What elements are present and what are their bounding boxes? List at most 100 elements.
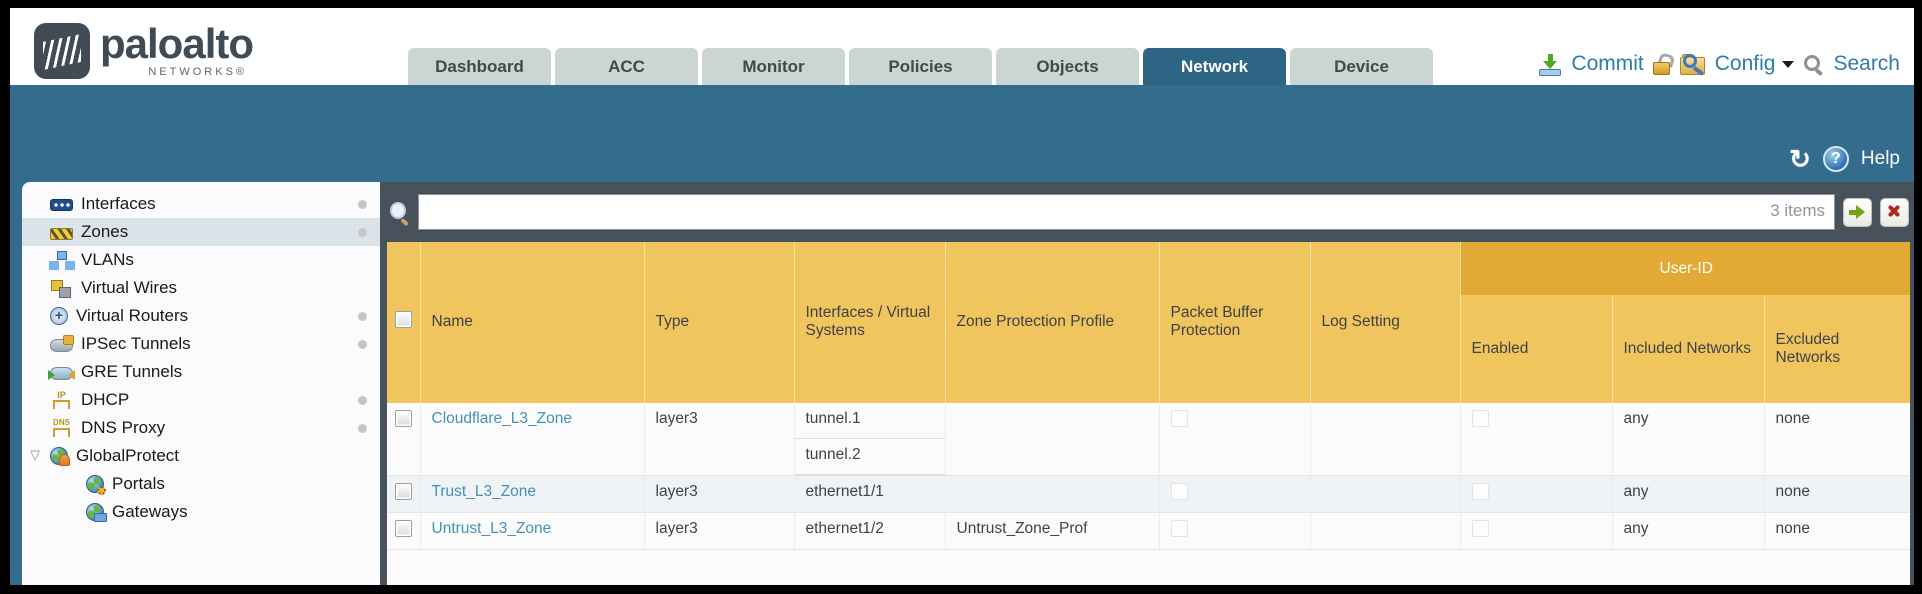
col-header-excluded-networks[interactable]: Excluded Networks <box>1764 295 1910 403</box>
sidebar-item-gateways[interactable]: Gateways <box>22 498 380 526</box>
clear-filter-button[interactable] <box>1880 197 1909 227</box>
tab-acc[interactable]: ACC <box>555 48 698 85</box>
teal-banner: ↻ Help <box>10 85 1914 182</box>
config-icon[interactable] <box>1679 53 1706 75</box>
sidebar-item-zones[interactable]: Zones <box>22 218 380 246</box>
zone-name-link[interactable]: Trust_L3_Zone <box>431 483 537 500</box>
sidebar-item-virtual-routers[interactable]: Virtual Routers <box>22 302 380 330</box>
sidebar-item-interfaces[interactable]: Interfaces <box>22 190 380 218</box>
sidebar-item-dns-proxy[interactable]: DNS Proxy <box>22 414 380 442</box>
col-header-name[interactable]: Name <box>420 242 645 403</box>
sidebar-item-portals[interactable]: Portals <box>22 470 380 498</box>
tab-objects[interactable]: Objects <box>996 48 1139 85</box>
row-checkbox[interactable] <box>395 520 412 537</box>
sidebar-item-dhcp[interactable]: DHCP <box>22 386 380 414</box>
zones-content: 3 items Name Type In <box>380 182 1914 585</box>
log-setting-cell <box>1310 402 1461 476</box>
filter-bar: 3 items <box>380 182 1914 242</box>
table-row: Untrust_L3_Zone layer3 ethernet1/2 Untru… <box>387 512 1910 550</box>
vlans-icon <box>50 250 73 270</box>
tab-policies[interactable]: Policies <box>849 48 992 85</box>
col-header-type[interactable]: Type <box>644 242 795 403</box>
zone-protection-cell <box>945 475 1160 513</box>
dhcp-icon <box>50 391 73 410</box>
search-icon[interactable] <box>1803 54 1824 75</box>
portals-icon <box>86 475 106 495</box>
virtual-routers-icon <box>50 307 68 325</box>
header-actions: Commit Config Search <box>1538 51 1900 76</box>
filter-input[interactable] <box>418 194 1835 230</box>
sidebar-item-gre-tunnels[interactable]: GRE Tunnels <box>22 358 380 386</box>
included-networks-cell: any <box>1612 402 1765 476</box>
zone-type-cell: layer3 <box>644 402 795 476</box>
refresh-icon[interactable]: ↻ <box>1789 144 1811 174</box>
col-group-user-id: User-ID <box>1460 242 1910 296</box>
interface-cell: tunnel.1 <box>794 403 945 439</box>
col-header-interfaces[interactable]: Interfaces / Virtual Systems <box>794 242 946 403</box>
included-networks-cell: any <box>1612 475 1765 513</box>
included-networks-cell: any <box>1612 512 1765 550</box>
top-header: paloalto NETWORKS® Dashboard ACC Monitor… <box>10 8 1914 85</box>
col-header-packet-buffer-protection[interactable]: Packet Buffer Protection <box>1159 242 1311 403</box>
sidebar-item-vlans[interactable]: VLANs <box>22 246 380 274</box>
config-dropdown-caret-icon[interactable] <box>1782 60 1795 68</box>
item-dot <box>358 312 367 321</box>
sidebar-item-globalprotect[interactable]: ▽ GlobalProtect <box>30 446 179 466</box>
zone-protection-cell <box>945 402 1160 476</box>
log-setting-cell <box>1310 475 1461 513</box>
row-checkbox[interactable] <box>395 483 412 500</box>
table-row: Cloudflare_L3_Zone layer3 tunnel.1 tunne… <box>387 402 1910 476</box>
item-dot <box>358 228 367 237</box>
gre-tunnels-icon <box>48 367 75 380</box>
brand-name: paloalto <box>100 20 254 67</box>
help-icon[interactable] <box>1822 146 1849 172</box>
col-header-included-networks[interactable]: Included Networks <box>1612 295 1765 403</box>
col-header-enabled[interactable]: Enabled <box>1460 295 1613 403</box>
filter-search-icon[interactable] <box>388 200 410 224</box>
commit-icon[interactable] <box>1538 53 1562 76</box>
select-all-checkbox[interactable] <box>395 311 412 329</box>
item-dot <box>358 340 367 349</box>
interface-cell: ethernet1/1 <box>794 475 946 513</box>
packet-buffer-checkbox <box>1170 409 1188 427</box>
network-sidebar: Interfaces Zones VLANs Virtual Wires Vir… <box>22 182 380 585</box>
tab-monitor[interactable]: Monitor <box>702 48 845 85</box>
table-row: Trust_L3_Zone layer3 ethernet1/1 any non… <box>387 475 1910 513</box>
zone-name-link[interactable]: Untrust_L3_Zone <box>431 520 552 537</box>
search-button[interactable]: Search <box>1833 52 1900 75</box>
select-all-cell <box>387 242 421 403</box>
excluded-networks-cell: none <box>1764 512 1910 550</box>
user-id-enabled-checkbox <box>1471 409 1489 427</box>
excluded-networks-cell: none <box>1764 475 1910 513</box>
apply-filter-button[interactable] <box>1843 197 1872 227</box>
zones-icon <box>50 227 73 240</box>
commit-button[interactable]: Commit <box>1571 52 1644 75</box>
paloalto-logo-icon <box>34 23 90 79</box>
interface-cell: tunnel.2 <box>794 439 945 475</box>
help-label[interactable]: Help <box>1860 148 1900 169</box>
row-checkbox[interactable] <box>395 409 412 427</box>
user-id-enabled-checkbox <box>1471 483 1489 500</box>
paloalto-logo: paloalto NETWORKS® <box>34 20 254 79</box>
interface-cell: ethernet1/2 <box>794 512 946 550</box>
zone-name-link[interactable]: Cloudflare_L3_Zone <box>431 409 572 427</box>
item-dot <box>358 200 367 209</box>
main-nav-tabs: Dashboard ACC Monitor Policies Objects N… <box>408 48 1433 85</box>
virtual-wires-icon <box>50 279 73 298</box>
ipsec-tunnels-icon <box>50 335 74 352</box>
brand-subtitle: NETWORKS® <box>148 66 248 78</box>
interfaces-icon <box>50 199 73 211</box>
col-header-zone-protection-profile[interactable]: Zone Protection Profile <box>945 242 1160 403</box>
excluded-networks-cell: none <box>1764 402 1910 476</box>
tab-device[interactable]: Device <box>1290 48 1433 85</box>
sidebar-item-virtual-wires[interactable]: Virtual Wires <box>22 274 380 302</box>
zones-table: Name Type Interfaces / Virtual Systems Z… <box>387 242 1910 585</box>
config-button[interactable]: Config <box>1714 52 1776 75</box>
lock-icon[interactable] <box>1652 51 1676 75</box>
gateways-icon <box>86 503 107 522</box>
expander-icon[interactable]: ▽ <box>30 447 40 462</box>
tab-dashboard[interactable]: Dashboard <box>408 48 551 85</box>
col-header-log-setting[interactable]: Log Setting <box>1310 242 1461 403</box>
tab-network[interactable]: Network <box>1143 48 1286 85</box>
sidebar-item-ipsec-tunnels[interactable]: IPSec Tunnels <box>22 330 380 358</box>
